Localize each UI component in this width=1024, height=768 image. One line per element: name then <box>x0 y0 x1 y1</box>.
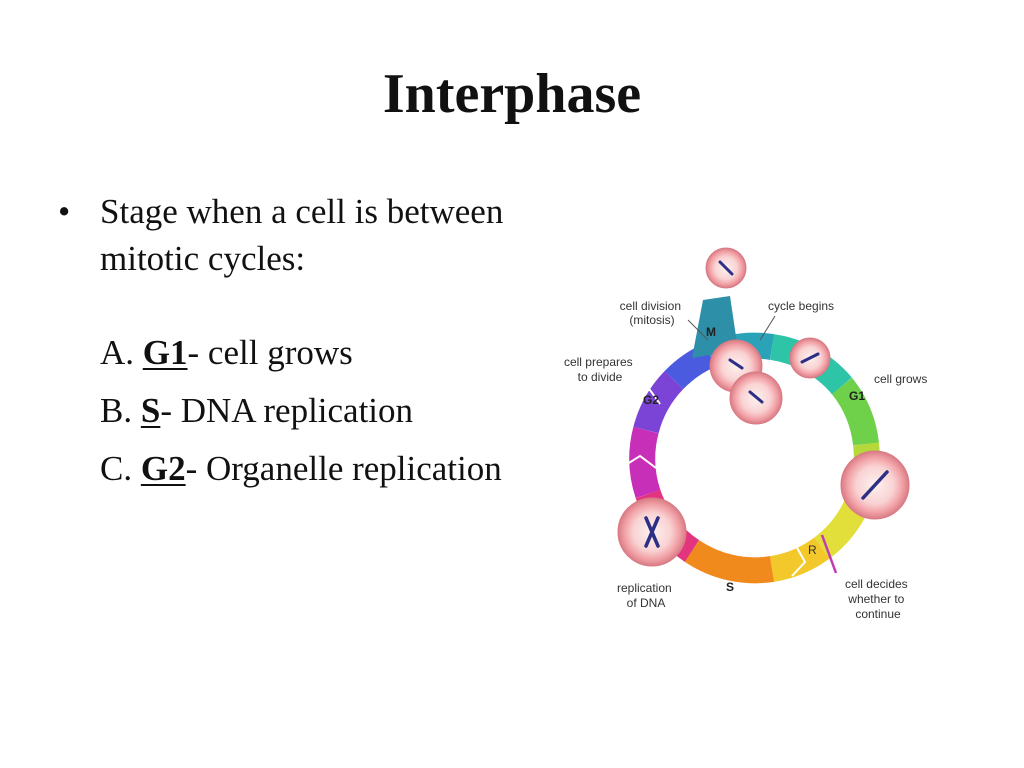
cell-cycle-begins <box>789 337 831 379</box>
slide-title: Interphase <box>382 63 642 125</box>
cell-replicating <box>617 497 687 567</box>
ring-segment-r <box>769 537 830 582</box>
list-prefix: B. <box>100 391 141 430</box>
cell-top <box>705 247 747 289</box>
cell-dividing <box>709 339 783 425</box>
ring-segment-g2-c <box>633 370 684 434</box>
key-term-g1: G1 <box>142 333 188 372</box>
key-term-g2: G2 <box>140 449 186 488</box>
phase-label-g2: G2 <box>643 393 659 407</box>
label-cell-prepares: cell prepares to divide <box>564 355 636 384</box>
label-cell-grows: cell grows <box>874 372 927 386</box>
phase-label-m: M <box>706 325 716 339</box>
cell-cycle-diagram: M G1 S G2 R cell division (mitosis) cycl… <box>560 240 960 640</box>
list-desc: - Organelle replication <box>185 449 502 488</box>
list-item-s: B. S- DNA replication <box>100 382 528 440</box>
restriction-point-marker <box>820 534 838 574</box>
slide-body: • Stage when a cell is between mitotic c… <box>58 188 528 491</box>
label-replication-dna: replication of DNA <box>617 581 675 610</box>
ring-segment-g2-b <box>629 426 661 499</box>
list-item-g1: A. G1- cell grows <box>100 324 528 382</box>
label-cell-decides: cell decides whether to continue <box>845 577 911 621</box>
cell-growing <box>840 450 910 520</box>
ring-segment-g1-b <box>831 377 879 446</box>
leader-lines <box>687 315 776 341</box>
list-desc: - cell grows <box>187 333 353 372</box>
list-item-g2: C. G2- Organelle replication <box>100 440 528 491</box>
phase-list: A. G1- cell grows B. S- DNA replication … <box>58 324 528 491</box>
bullet-text: Stage when a cell is between mitotic cyc… <box>100 192 504 278</box>
ring-segment-g2-d <box>664 343 716 390</box>
list-prefix: C. <box>100 449 141 488</box>
list-prefix: A. <box>100 333 143 372</box>
list-desc: - DNA replication <box>160 391 414 430</box>
ring-separators <box>623 389 807 577</box>
phase-label-g1: G1 <box>849 389 865 403</box>
label-cell-division: cell division (mitosis) <box>620 299 685 327</box>
bullet-dot: • <box>58 192 71 231</box>
phase-label-s: S <box>726 580 734 594</box>
label-cycle-begins: cycle begins <box>768 299 834 313</box>
ring-segment-s <box>684 540 774 584</box>
key-term-s: S <box>140 391 161 430</box>
phase-label-r: R <box>808 543 817 557</box>
bullet-item: • Stage when a cell is between mitotic c… <box>58 188 528 282</box>
